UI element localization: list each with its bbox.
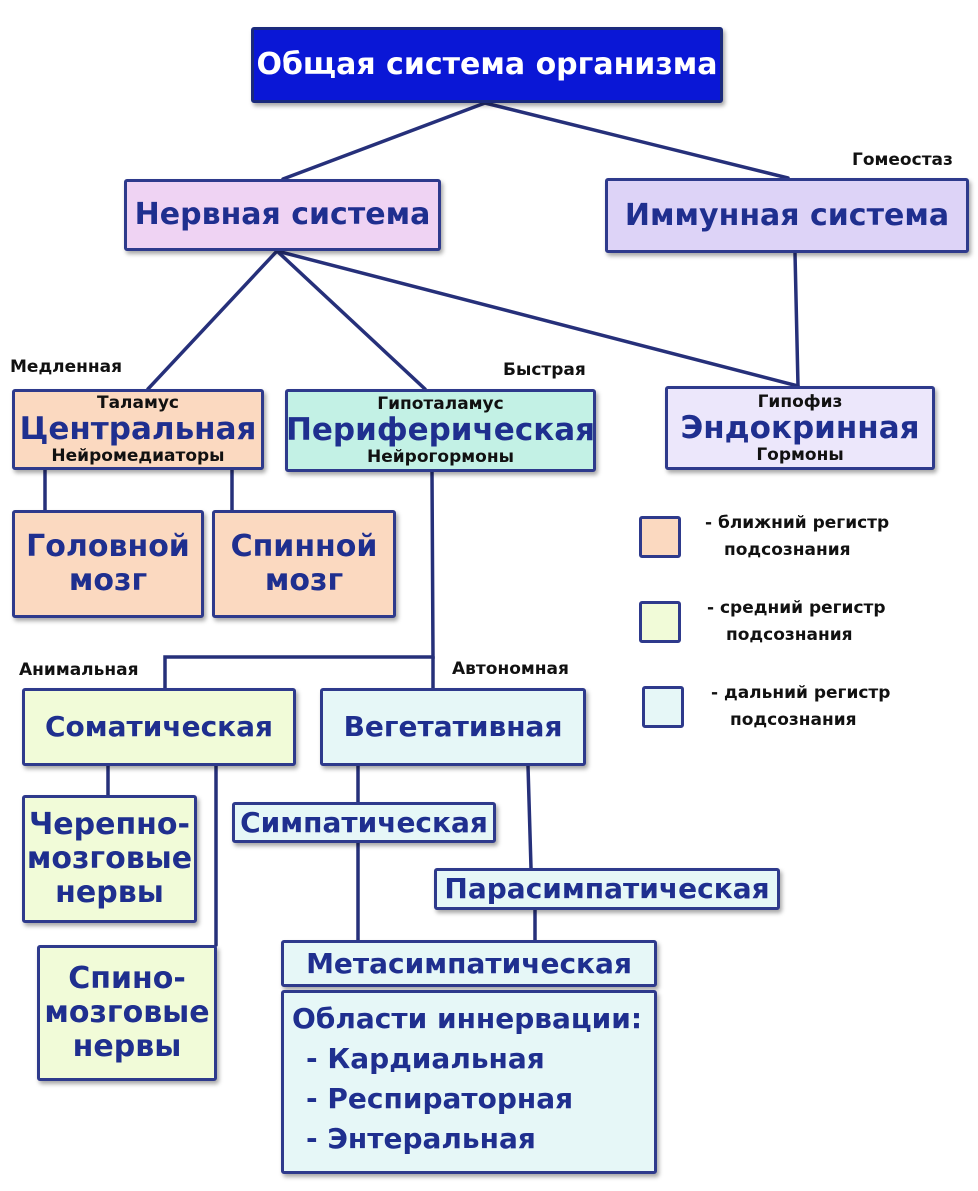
legend-near-line2: подсознания [724, 540, 851, 560]
somatic-label: Соматическая [44, 710, 274, 743]
slow-label: Медленная [10, 357, 123, 377]
animal-label: Анимальная [19, 660, 139, 680]
line-root-immune [483, 101, 790, 180]
central-node: Таламус Центральная Нейромедиаторы [12, 389, 264, 470]
line-nervous-endocrine [275, 249, 800, 388]
fast-label: Быстрая [503, 360, 586, 380]
root-node-label: Общая система организма [256, 47, 718, 82]
peripheral-title: Периферическая [285, 412, 596, 448]
parasympathetic-label: Парасимпатическая [444, 872, 770, 905]
endocrine-node: Гипофиз Эндокринная Гормоны [665, 386, 935, 470]
cranial-nerves-line2: мозговые [26, 841, 193, 876]
metasympathetic-label: Метасимпатическая [306, 946, 632, 980]
parasympathetic-node: Парасимпатическая [434, 868, 780, 910]
nervous-system-label: Нервная система [134, 197, 431, 232]
innervation-title: Области иннервации: [292, 1002, 643, 1035]
vegetative-label: Вегетативная [343, 710, 563, 743]
sympathetic-label: Симпатическая [240, 805, 488, 839]
legend-near-swatch [639, 516, 681, 558]
legend-middle-line2: подсознания [726, 625, 853, 645]
vegetative-node: Вегетативная [320, 688, 586, 766]
line-nervous-central [146, 249, 279, 391]
spinal-cord-line2: мозг [264, 563, 344, 598]
metasympathetic-node: Метасимпатическая [281, 940, 657, 987]
legend-near-line1: - ближний регистр [705, 513, 890, 533]
legend-far-swatch [642, 686, 684, 728]
line-root-nervous [281, 101, 487, 181]
spinal-nerves-node: Спино- мозговые нервы [37, 945, 217, 1081]
homeostasis-label: Гомеостаз [852, 150, 953, 170]
endocrine-bottom-label: Гормоны [756, 444, 844, 465]
sympathetic-node: Симпатическая [232, 802, 496, 843]
innervation-item: - Кардиальная [306, 1042, 545, 1075]
innervation-item: - Энтеральная [306, 1122, 536, 1155]
root-node: Общая система организма [251, 27, 723, 103]
peripheral-bottom-label: Нейрогормоны [367, 447, 514, 467]
spinal-nerves-line3: нервы [72, 1029, 182, 1064]
legend-middle-text: - средний регистр подсознания [707, 595, 886, 649]
spinal-nerves-line2: мозговые [44, 995, 210, 1030]
brain-line1: Головной [26, 529, 190, 564]
legend-near-text: - ближний регистр подсознания [705, 510, 889, 564]
peripheral-node: Гипоталамус Периферическая Нейрогормоны [285, 389, 596, 472]
spinal-cord-node: Спинной мозг [212, 510, 396, 618]
innervation-item: - Респираторная [306, 1082, 574, 1115]
legend-far-line2: подсознания [730, 710, 857, 730]
spinal-cord-line1: Спинной [230, 529, 378, 564]
nervous-system-node: Нервная система [124, 179, 441, 251]
cranial-nerves-node: Черепно- мозговые нервы [22, 795, 197, 923]
legend-far-text: - дальний регистр подсознания [711, 680, 890, 734]
central-top-label: Таламус [96, 393, 180, 413]
autonomic-label: Автономная [452, 659, 569, 679]
legend-far-line1: - дальний регистр [711, 683, 891, 703]
endocrine-title: Эндокринная [680, 409, 920, 446]
peripheral-top-label: Гипоталамус [377, 394, 504, 414]
central-bottom-label: Нейромедиаторы [51, 446, 225, 466]
somatic-node: Соматическая [22, 688, 296, 766]
legend-middle-swatch [639, 601, 681, 643]
legend-middle-line1: - средний регистр [707, 598, 886, 618]
line-peripheral-branch [163, 470, 435, 690]
immune-system-label: Иммунная система [624, 197, 950, 233]
line-vegetative-parasympathetic [526, 764, 533, 870]
immune-system-node: Иммунная система [605, 178, 969, 253]
line-immune-endocrine [793, 251, 800, 388]
line-nervous-peripheral [275, 249, 427, 391]
innervation-node: Области иннервации: - Кардиальная - Респ… [281, 990, 657, 1174]
spinal-nerves-line1: Спино- [68, 961, 186, 996]
brain-node: Головной мозг [12, 510, 204, 618]
endocrine-top-label: Гипофиз [757, 391, 843, 412]
brain-line2: мозг [68, 563, 148, 598]
cranial-nerves-line1: Черепно- [29, 807, 190, 842]
cranial-nerves-line3: нервы [55, 875, 164, 910]
central-title: Центральная [19, 411, 257, 447]
